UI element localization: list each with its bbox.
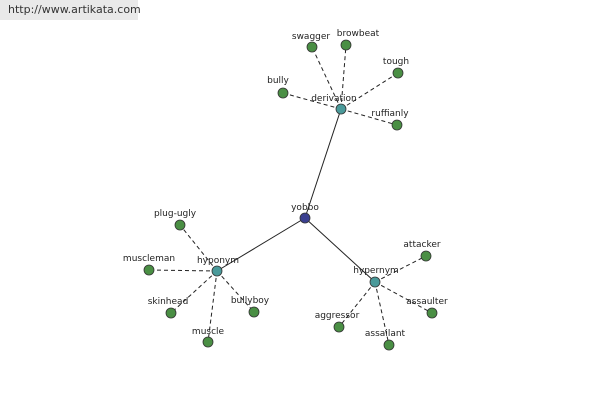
leaf-bullyboy-node[interactable] <box>248 306 260 318</box>
leaf-muscle-label[interactable]: muscle <box>192 327 225 337</box>
leaf-tough-label[interactable]: tough <box>383 57 409 67</box>
edge-derivation-bully <box>282 92 342 110</box>
edges-layer <box>148 44 433 346</box>
edge-derivation-swagger <box>311 46 342 110</box>
edge-derivation-browbeat <box>340 44 347 110</box>
leaf-plug-ugly-node[interactable] <box>174 219 186 231</box>
edge-derivation-ruffianly <box>340 108 398 126</box>
leaf-swagger-node[interactable] <box>306 41 318 53</box>
leaf-plug-ugly-label[interactable]: plug-ugly <box>154 209 197 219</box>
relation-derivation-node[interactable] <box>335 103 347 115</box>
leaf-attacker-label[interactable]: attacker <box>403 240 440 250</box>
edge-hyponym-plug-ugly <box>179 224 218 272</box>
leaf-browbeat-label[interactable]: browbeat <box>337 29 380 39</box>
leaf-muscleman-node[interactable] <box>143 264 155 276</box>
leaf-tough-node[interactable] <box>392 67 404 79</box>
edge-hyponym-skinhead <box>170 270 218 314</box>
leaf-muscle-node[interactable] <box>202 336 214 348</box>
leaf-assaulter-node[interactable] <box>426 307 438 319</box>
site-url[interactable]: http://www.artikata.com <box>0 0 141 20</box>
edge-hyponym-muscleman <box>148 269 218 272</box>
leaf-swagger-label[interactable]: swagger <box>292 32 331 42</box>
relation-hypernym-label[interactable]: hypernym <box>353 266 399 276</box>
leaf-assaulter-label[interactable]: assaulter <box>406 297 448 307</box>
edge-hyponym-bullyboy <box>216 270 255 313</box>
leaf-ruffianly-label[interactable]: ruffianly <box>371 109 409 119</box>
leaf-assailant-label[interactable]: assailant <box>365 329 406 339</box>
nodes-layer: yobbo derivation bully swagger browbeat tough… <box>123 29 448 351</box>
relation-hyponym-node[interactable] <box>211 265 223 277</box>
leaf-aggressor-label[interactable]: aggressor <box>315 311 360 321</box>
leaf-bullyboy-label[interactable]: bullyboy <box>231 296 270 306</box>
leaf-ruffianly-node[interactable] <box>391 119 403 131</box>
leaf-muscleman-label[interactable]: muscleman <box>123 254 175 264</box>
leaf-assailant-node[interactable] <box>383 339 395 351</box>
leaf-aggressor-node[interactable] <box>333 321 345 333</box>
leaf-browbeat-node[interactable] <box>340 39 352 51</box>
relation-hyponym-label[interactable]: hyponym <box>197 256 239 266</box>
edge-hyponym-muscle <box>207 270 218 343</box>
leaf-skinhead-label[interactable]: skinhead <box>148 297 189 307</box>
root-label[interactable]: yobbo <box>291 203 319 213</box>
leaf-bully-label[interactable]: bully <box>267 76 289 86</box>
edge-root-derivation <box>304 108 342 219</box>
edge-hypernym-aggressor <box>338 281 376 328</box>
edge-hypernym-attacker <box>374 255 427 283</box>
leaf-attacker-node[interactable] <box>420 250 432 262</box>
edge-hypernym-assaulter <box>374 281 433 314</box>
leaf-skinhead-node[interactable] <box>165 307 177 319</box>
leaf-bully-node[interactable] <box>277 87 289 99</box>
root-node[interactable] <box>299 212 311 224</box>
relation-derivation-label[interactable]: derivation <box>311 94 357 104</box>
edge-root-hyponym <box>216 217 306 272</box>
edge-derivation-tough <box>340 72 399 110</box>
edge-hypernym-assailant <box>374 281 390 346</box>
edge-root-hypernym <box>304 217 376 283</box>
relation-hypernym-node[interactable] <box>369 276 381 288</box>
